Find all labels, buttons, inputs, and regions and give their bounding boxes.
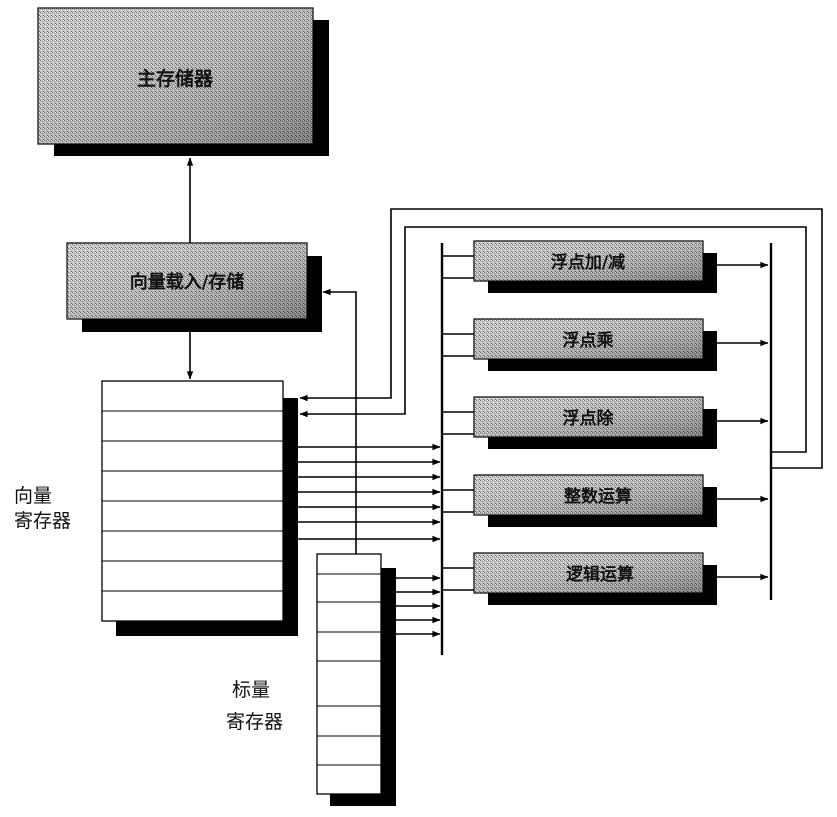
vector-to-bus-arrows [298,443,441,543]
unit-fp-divide: 浮点除 [473,396,717,449]
feedback-path-outer [299,208,823,469]
unit-logic-label: 逻辑运算 [566,564,634,585]
scalar-registers-label-2: 寄存器 [226,711,283,733]
unit-logic: 逻辑运算 [473,552,717,605]
vector-registers [101,380,298,636]
unit-integer: 整数运算 [473,474,717,527]
scalar-address-arrow [322,288,357,554]
unit-integer-label: 整数运算 [564,486,632,507]
unit-fp-add: 浮点加/减 [473,240,717,293]
scalar-registers [316,553,396,806]
load-store-box: 向量载入/存储 [66,242,322,332]
unit-fp-divide-label: 浮点除 [563,408,615,429]
vector-registers-label-1: 向量 [14,485,52,507]
vector-registers-label-2: 寄存器 [14,510,71,532]
unit-fp-add-label: 浮点加/减 [551,252,625,273]
scalar-registers-label-1: 标量 [232,679,270,701]
unit-output-arrows [717,261,769,581]
unit-fp-multiply-label: 浮点乘 [563,330,614,351]
main-memory-box: 主存储器 [37,7,329,156]
scalar-to-bus-arrows [394,574,441,638]
feedback-path-inner [299,226,807,453]
unit-fp-multiply: 浮点乘 [473,318,717,371]
bus-to-unit-lines [442,255,474,591]
main-memory-label: 主存储器 [137,67,214,90]
load-store-label: 向量载入/存储 [130,271,245,293]
